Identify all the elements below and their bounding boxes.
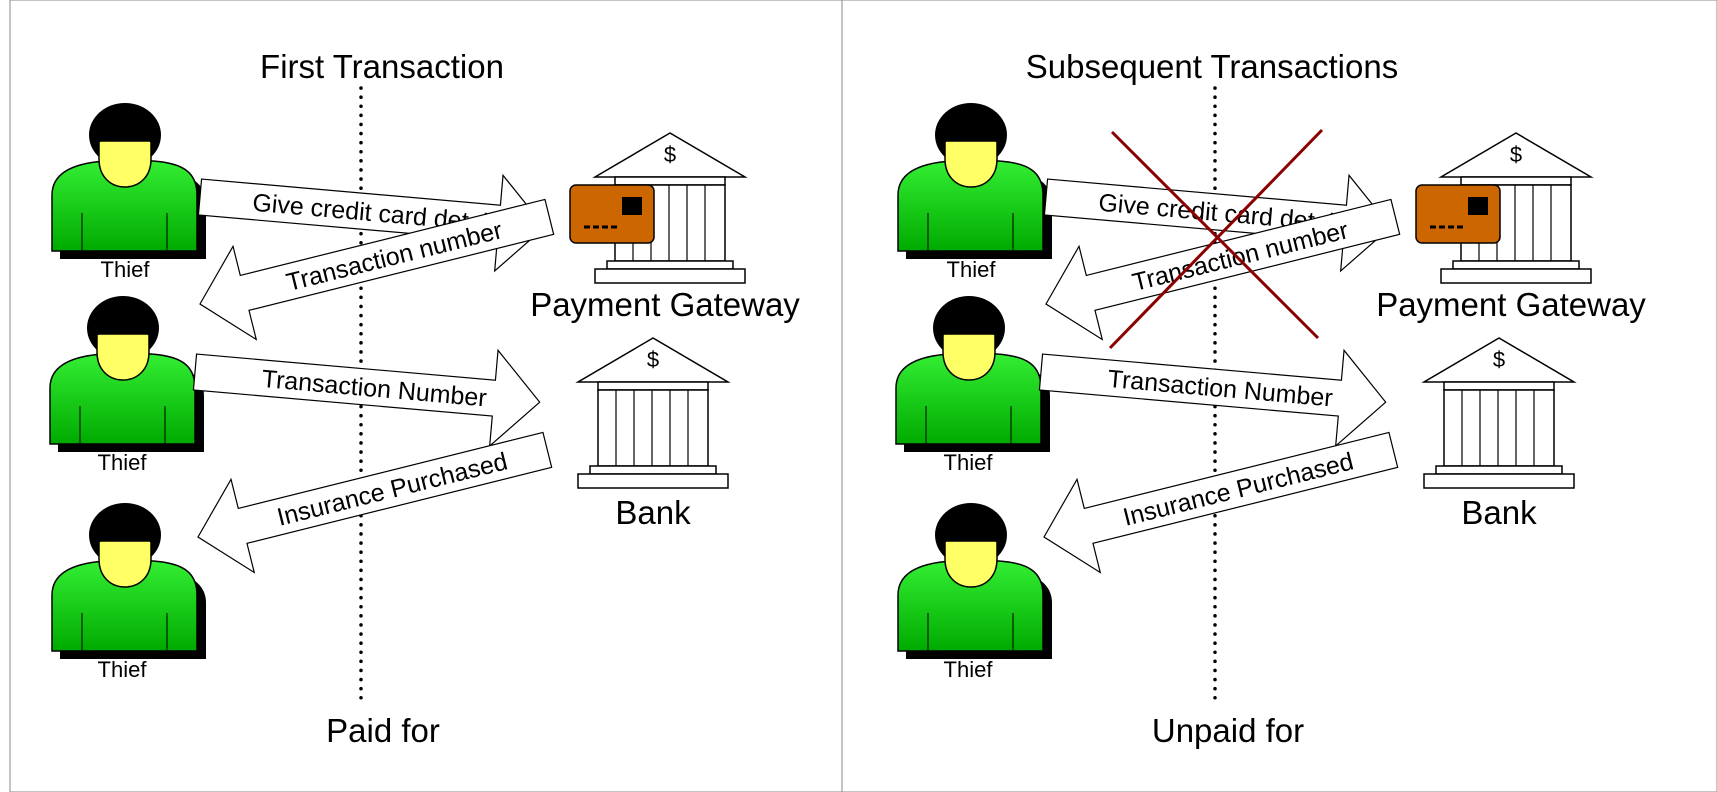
panel-title: First Transaction <box>260 48 504 85</box>
panel-title: Subsequent Transactions <box>1026 48 1398 85</box>
panel-footer: Paid for <box>326 712 440 749</box>
bank-label: Bank <box>1461 494 1537 531</box>
currency-symbol: $ <box>647 347 659 372</box>
thief-figure <box>897 102 1053 260</box>
currency-symbol: $ <box>664 142 676 167</box>
credit-card-icon <box>568 183 656 245</box>
thief-figure <box>51 502 207 660</box>
thief-figure <box>51 102 207 260</box>
currency-symbol: $ <box>1493 347 1505 372</box>
arrow-label: Insurance Purchased <box>274 447 510 531</box>
blocked-cross-icon <box>1108 128 1324 350</box>
panel-subsequent-transactions: Subsequent Transactions Thief Thief Thie… <box>895 48 1646 749</box>
thief-figure <box>897 502 1053 660</box>
payment-gateway-label: Payment Gateway <box>530 286 800 323</box>
thief-figure <box>49 295 205 453</box>
arrow-label: Insurance Purchased <box>1120 447 1356 531</box>
thief-label: Thief <box>98 450 148 475</box>
thief-label: Thief <box>101 257 151 282</box>
thief-figure <box>895 295 1051 453</box>
panel-footer: Unpaid for <box>1152 712 1304 749</box>
currency-symbol: $ <box>1510 142 1522 167</box>
thief-label: Thief <box>947 257 997 282</box>
payment-gateway-label: Payment Gateway <box>1376 286 1646 323</box>
thief-label: Thief <box>98 657 148 682</box>
transaction-number-to-bank-arrow: Transaction Number <box>192 348 541 448</box>
diagram-frame <box>9 0 1717 792</box>
thief-label: Thief <box>944 657 994 682</box>
panel-first-transaction: First Transaction Thief Thief Thief $ Pa… <box>49 48 800 749</box>
credit-card-icon <box>1414 183 1502 245</box>
thief-label: Thief <box>944 450 994 475</box>
bank-label: Bank <box>615 494 691 531</box>
